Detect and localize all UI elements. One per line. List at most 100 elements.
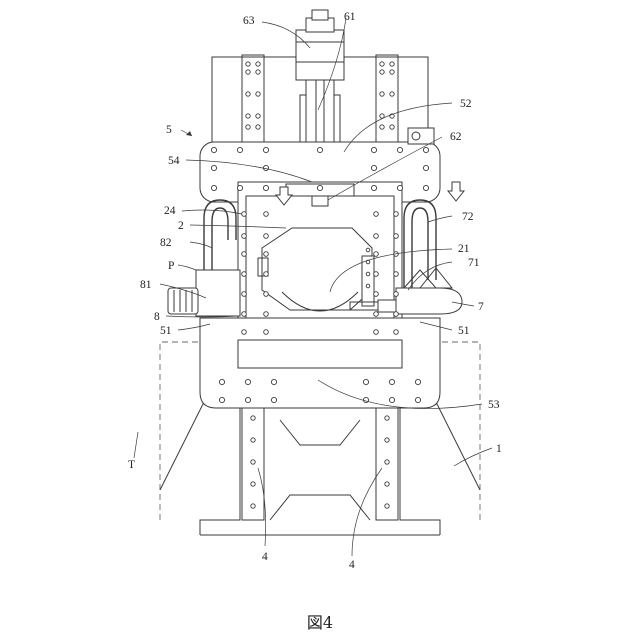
bolt (374, 252, 379, 257)
label-P: P (168, 260, 174, 272)
bolt (394, 330, 399, 335)
bolt (264, 292, 269, 297)
bolt (256, 114, 260, 118)
bolt (380, 62, 384, 66)
bolt (271, 397, 276, 402)
bolt (380, 114, 384, 118)
label-53: 53 (488, 399, 500, 411)
hydraulic-cylinder (296, 10, 344, 145)
bolt (385, 482, 389, 486)
bolt (242, 312, 247, 317)
bolt (245, 379, 250, 384)
bolt (374, 292, 379, 297)
bolt (390, 125, 394, 129)
bolt (397, 147, 402, 152)
bolt (374, 212, 379, 217)
bolt (389, 379, 394, 384)
bolt (242, 330, 247, 335)
bolt (317, 147, 322, 152)
bolt (366, 248, 370, 252)
bolt (397, 185, 402, 190)
bolt (219, 379, 224, 384)
bolt (211, 185, 216, 190)
bolt (264, 212, 269, 217)
bolt (390, 70, 394, 74)
bolt (246, 70, 250, 74)
bolt (390, 92, 394, 96)
bolt (256, 62, 260, 66)
bolt (251, 482, 255, 486)
bolt (264, 330, 269, 335)
bolt (380, 125, 384, 129)
bolt (371, 165, 376, 170)
bolt (415, 397, 420, 402)
bolt (374, 312, 379, 317)
bolt (385, 416, 389, 420)
bolt (237, 185, 242, 190)
label-4-left: 4 (262, 551, 268, 563)
bolt (374, 234, 379, 239)
bolt (242, 292, 247, 297)
bolt (389, 397, 394, 402)
bolt (371, 185, 376, 190)
bolt (380, 70, 384, 74)
bolt (242, 212, 247, 217)
bolt (256, 125, 260, 129)
label-21: 21 (458, 243, 470, 255)
label-54: 54 (168, 155, 180, 167)
bolt (242, 234, 247, 239)
bolt (251, 438, 255, 442)
bolt (211, 147, 216, 152)
bolt (380, 92, 384, 96)
label-52: 52 (460, 98, 472, 110)
bolt (237, 147, 242, 152)
bolt (366, 284, 370, 288)
bolt (271, 379, 276, 384)
bolt (251, 504, 255, 508)
bolt (264, 312, 269, 317)
bolt (394, 234, 399, 239)
bolt (256, 92, 260, 96)
left-actuator (168, 270, 240, 316)
bolt (256, 70, 260, 74)
label-51-right: 51 (458, 325, 470, 337)
bolt (242, 252, 247, 257)
label-5: 5 (166, 124, 172, 136)
bolt (251, 460, 255, 464)
bolt (317, 185, 322, 190)
bolt (385, 460, 389, 464)
label-24: 24 (164, 205, 176, 217)
label-62: 62 (450, 131, 462, 143)
bolt (219, 397, 224, 402)
label-7: 7 (478, 301, 484, 313)
label-1: 1 (496, 443, 502, 455)
figure-caption: 図4 (307, 613, 333, 632)
bolt (245, 397, 250, 402)
bolt (363, 379, 368, 384)
bolt (246, 114, 250, 118)
label-63: 63 (243, 15, 255, 27)
bolt (415, 379, 420, 384)
bolt (394, 212, 399, 217)
bolt (390, 62, 394, 66)
bolt (264, 234, 269, 239)
slide-plate-lower (200, 318, 440, 408)
bolt (263, 147, 268, 152)
bolt (211, 165, 216, 170)
label-8: 8 (154, 311, 160, 323)
label-71: 71 (468, 257, 480, 269)
bolt (423, 185, 428, 190)
bolt (385, 504, 389, 508)
bolt (394, 312, 399, 317)
bolt (246, 92, 250, 96)
bolt (394, 292, 399, 297)
bolt (374, 330, 379, 335)
bolt (423, 147, 428, 152)
bolt (385, 438, 389, 442)
label-T: T (128, 459, 135, 471)
bolt (251, 416, 255, 420)
bolt (264, 252, 269, 257)
label-4-right: 4 (349, 559, 355, 571)
bolt (371, 147, 376, 152)
bolt (366, 272, 370, 276)
